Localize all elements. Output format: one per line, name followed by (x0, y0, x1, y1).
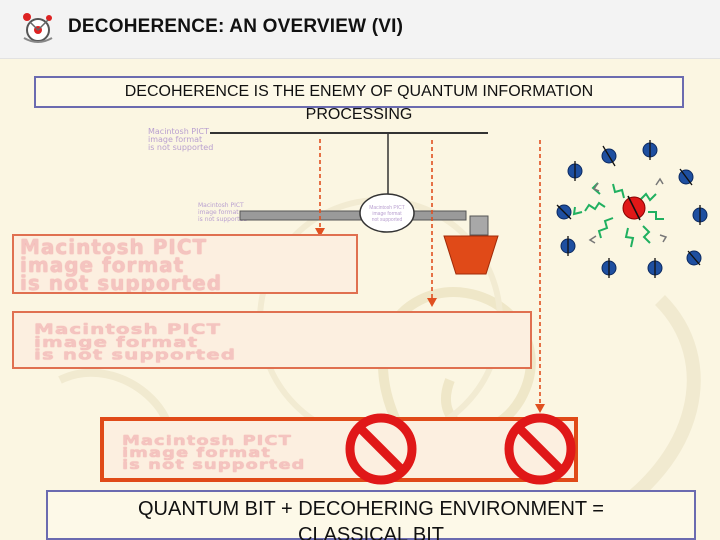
top-caption-line1: DECOHERENCE IS THE ENEMY OF QUANTUM INFO… (124, 83, 594, 100)
svg-text:Macintosh PICT: Macintosh PICT (369, 205, 405, 211)
lever-arm (239, 210, 467, 221)
pict-placeholder-2-text: Macintosh PICT image format is not suppo… (34, 320, 237, 363)
pict-placeholder-3-text: Macintosh PICT image format is not suppo… (122, 432, 306, 473)
pict-thumbnail-2-text: Macintosh PICT image format is not suppo… (198, 202, 247, 223)
bottom-caption-line1: QUANTUM BIT + DECOHERING ENVIRONMENT = (138, 498, 604, 520)
header-bar: DECOHERENCE: AN OVERVIEW (VI) (0, 0, 720, 59)
pict-placeholder-3: Macintosh PICT image format is not suppo… (100, 417, 578, 482)
pict-thumbnail-1-text: Macintosh PICT image format is not suppo… (148, 127, 214, 152)
pict-thumbnail-2: Macintosh PICT image format is not suppo… (198, 202, 258, 223)
prohibited-icon (345, 413, 417, 485)
pict-placeholder-1: Macintosh PICT image format is not suppo… (12, 234, 358, 294)
arrow-2-head (427, 298, 437, 307)
bottom-caption: QUANTUM BIT + DECOHERING ENVIRONMENT = C… (46, 496, 696, 540)
bottom-caption-box (46, 490, 696, 540)
logo-icon (23, 13, 53, 43)
top-caption-box (34, 76, 684, 108)
pict-placeholder-1-text: Macintosh PICT image format is not suppo… (20, 235, 223, 294)
spin-environment (556, 140, 708, 278)
lever-weight (469, 215, 489, 236)
top-caption: DECOHERENCE IS THE ENEMY OF QUANTUM INFO… (34, 80, 684, 126)
arrow-3-head (535, 404, 545, 413)
svg-text:image format: image format (372, 211, 402, 217)
pivot-ellipse (359, 193, 415, 233)
prohibited-icon (504, 413, 576, 485)
bottom-caption-line2: CLASSICAL BIT (298, 524, 444, 540)
arrow-1-head (315, 228, 325, 237)
pict-thumbnail-1: Macintosh PICT image format is not suppo… (148, 128, 230, 152)
top-caption-line2: PROCESSING (305, 106, 413, 123)
page-title: DECOHERENCE: AN OVERVIEW (VI) (68, 16, 404, 37)
measurement-cup (443, 235, 499, 275)
pict-placeholder-2: Macintosh PICT image format is not suppo… (12, 311, 532, 369)
svg-text:not supported: not supported (372, 217, 403, 223)
